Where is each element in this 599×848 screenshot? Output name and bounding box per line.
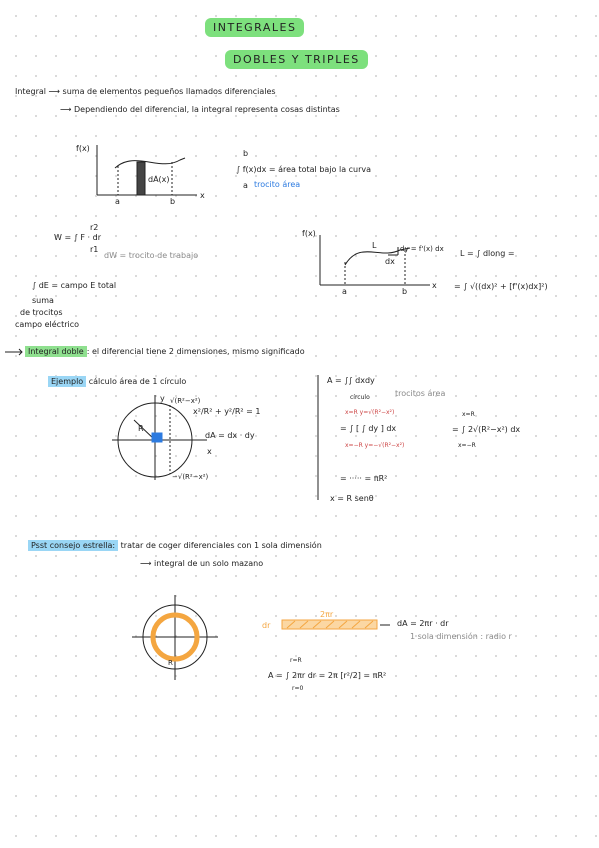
example-line: Ejemplo cálculo área de 1 círculo [48, 376, 187, 387]
ring-diagram [132, 595, 390, 680]
A-step-1: A = ∫∫ dxdy [327, 376, 375, 385]
area-formula: ∫ f(x)dx = área total bajo la curva [236, 165, 372, 174]
intro-line-2: ⟶ Dependiendo del diferencial, la integr… [60, 105, 340, 114]
work-upper-limit: r2 [90, 223, 99, 232]
example-text: cálculo área de 1 círculo [88, 377, 187, 386]
length-graph-y-label: f(x) [302, 229, 316, 238]
strip-length-label: 2πr [320, 610, 334, 619]
area-graph [96, 145, 197, 196]
area-note: trocito área [254, 180, 301, 189]
A-step-4-note: x = R senθ [330, 494, 374, 503]
work-note: dW = trocito de trabajo [104, 251, 199, 260]
length-formula-1: L = ∫ dlong = [460, 249, 515, 258]
field-formula: ∫ dE = campo E total [32, 281, 117, 290]
double-integral-tag: Integral doble [25, 346, 87, 357]
length-graph-L: L [372, 241, 377, 250]
area-graph-x-label: x [200, 191, 205, 200]
length-graph-b: b [402, 287, 408, 296]
double-integral-text: : el diferencial tiene 2 dimensiones, mi… [86, 347, 305, 356]
radius-label: R [138, 424, 144, 433]
A-step-1-sub: círculo [350, 394, 370, 401]
ring-area-formula: A = ∫ 2πr dr = 2π [r²/2] = πR² [268, 671, 387, 680]
A-step-3-upper: x=R [462, 411, 475, 418]
tip-text: tratar de coger diferenciales con 1 sola… [120, 541, 322, 550]
area-graph-y-label: f(x) [76, 144, 90, 153]
strip-dr-label: dr [262, 621, 271, 630]
tip-line: Psst consejo estrella: tratar de coger d… [28, 540, 322, 551]
ring-note: 1 sola dimensión : radio r [410, 632, 512, 641]
axis-x-label: x [207, 447, 212, 456]
page-title: INTEGRALES [205, 18, 305, 37]
work-lower-limit: r1 [90, 245, 99, 254]
A-step-1-note: trocitos área [395, 389, 446, 398]
axis-y-label: y [160, 394, 165, 403]
length-graph-dx: dx [385, 257, 395, 266]
tip-sub: ⟶ integral de un solo mazano [140, 559, 264, 568]
A-step-3-lower: x=−R [458, 442, 476, 449]
field-note-3: campo eléctrico [15, 320, 80, 329]
sqrt-bottom: −√(R²−x²) [172, 473, 209, 481]
circle-diagram [112, 395, 207, 480]
length-graph-x-label: x [432, 281, 437, 290]
area-upper-limit: b [243, 149, 249, 158]
A-step-2-upper: x=R y=√(R²−x²) [345, 409, 395, 416]
tip-tag: Psst consejo estrella: [28, 540, 119, 551]
field-note-1: suma [32, 296, 54, 305]
page-subtitle: DOBLES Y TRIPLES [225, 50, 368, 69]
area-graph-strip-label: dA(x) [148, 175, 170, 184]
example-tag: Ejemplo [48, 376, 87, 387]
intro-line-1: Integral ⟶ suma de elementos pequeños ll… [15, 87, 276, 96]
area-lower-limit: a [243, 181, 248, 190]
sqrt-top: √(R²−x²) [170, 397, 201, 405]
length-formula-2: = ∫ √((dx)² + [f'(x)dx]²) [454, 282, 548, 291]
ring-upper-limit: r=R [290, 657, 302, 664]
A-step-2: = ∫ [ ∫ dy ] dx [340, 424, 397, 433]
dA-label: dA = dx · dy [205, 431, 255, 440]
area-graph-a: a [115, 197, 120, 206]
circle-equation: x²/R² + y²/R² = 1 [193, 407, 261, 416]
length-graph [319, 235, 430, 286]
area-graph-b: b [170, 197, 176, 206]
length-graph-dy: dy = f'(x) dx [400, 245, 444, 253]
double-integral-heading: Integral doble: el diferencial tiene 2 d… [25, 346, 305, 357]
length-graph-a: a [342, 287, 347, 296]
field-note-2: de trocitos [20, 308, 63, 317]
ring-lower-limit: r=0 [292, 685, 304, 692]
work-formula: W = ∫ F · dr [54, 233, 102, 242]
A-step-4: = ····· = πR² [340, 474, 388, 483]
A-step-2-lower: x=−R y=−√(R²−x²) [345, 442, 405, 449]
ring-radius-label: R [168, 659, 173, 667]
ring-dA: dA = 2πr · dr [397, 619, 449, 628]
A-step-3: = ∫ 2√(R²−x²) dx [452, 425, 521, 434]
